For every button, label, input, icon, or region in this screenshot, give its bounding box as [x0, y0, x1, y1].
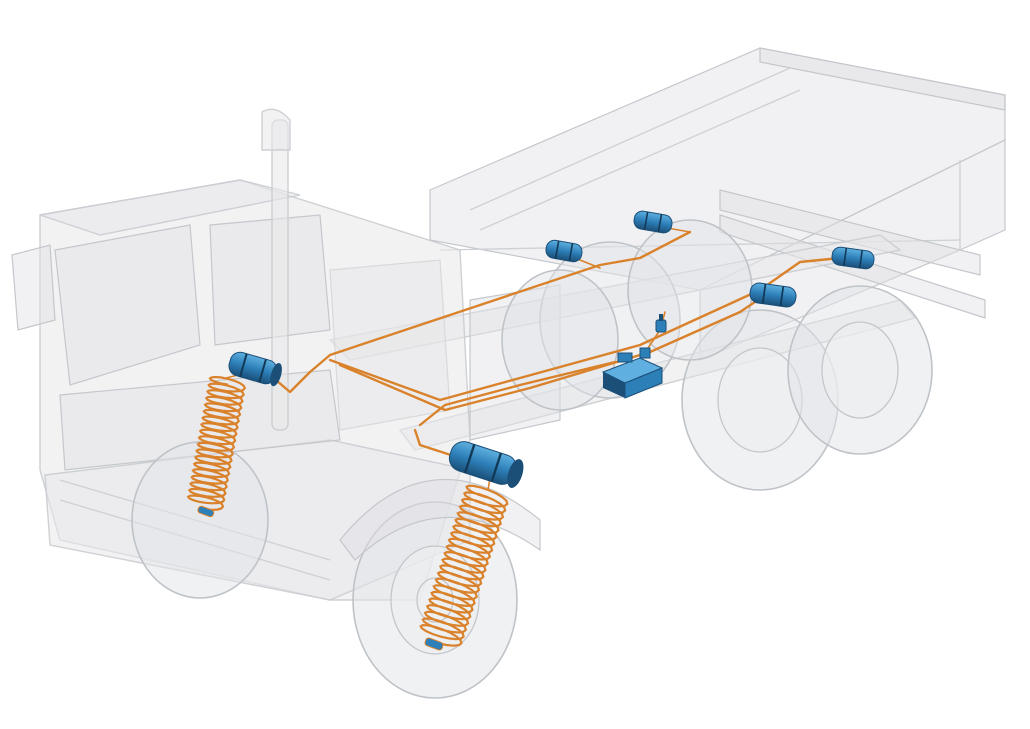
air-tank-mid-left — [545, 239, 583, 263]
air-line-main-upper — [268, 230, 692, 394]
air-tank-front-left — [228, 351, 282, 387]
air-line-main-lower — [328, 256, 842, 402]
rear-wheels — [501, 219, 933, 491]
small-valve — [655, 314, 667, 333]
valve-block — [601, 347, 664, 399]
coil-right-coupler — [424, 637, 444, 651]
coil-hose-right — [419, 484, 509, 647]
coil-left-coupler — [197, 505, 215, 518]
air-line-front-right — [418, 360, 617, 427]
air-line-tank-feed — [413, 428, 462, 460]
air-tank-rear-right — [749, 282, 797, 308]
air-tank-front-right — [448, 441, 524, 488]
air-tanks — [228, 210, 875, 488]
air-tank-rear-right-outer — [831, 246, 875, 270]
air-tank-mid-left-rear — [633, 210, 673, 234]
coil-hose-left — [186, 375, 247, 512]
air-line-mid — [338, 290, 772, 412]
